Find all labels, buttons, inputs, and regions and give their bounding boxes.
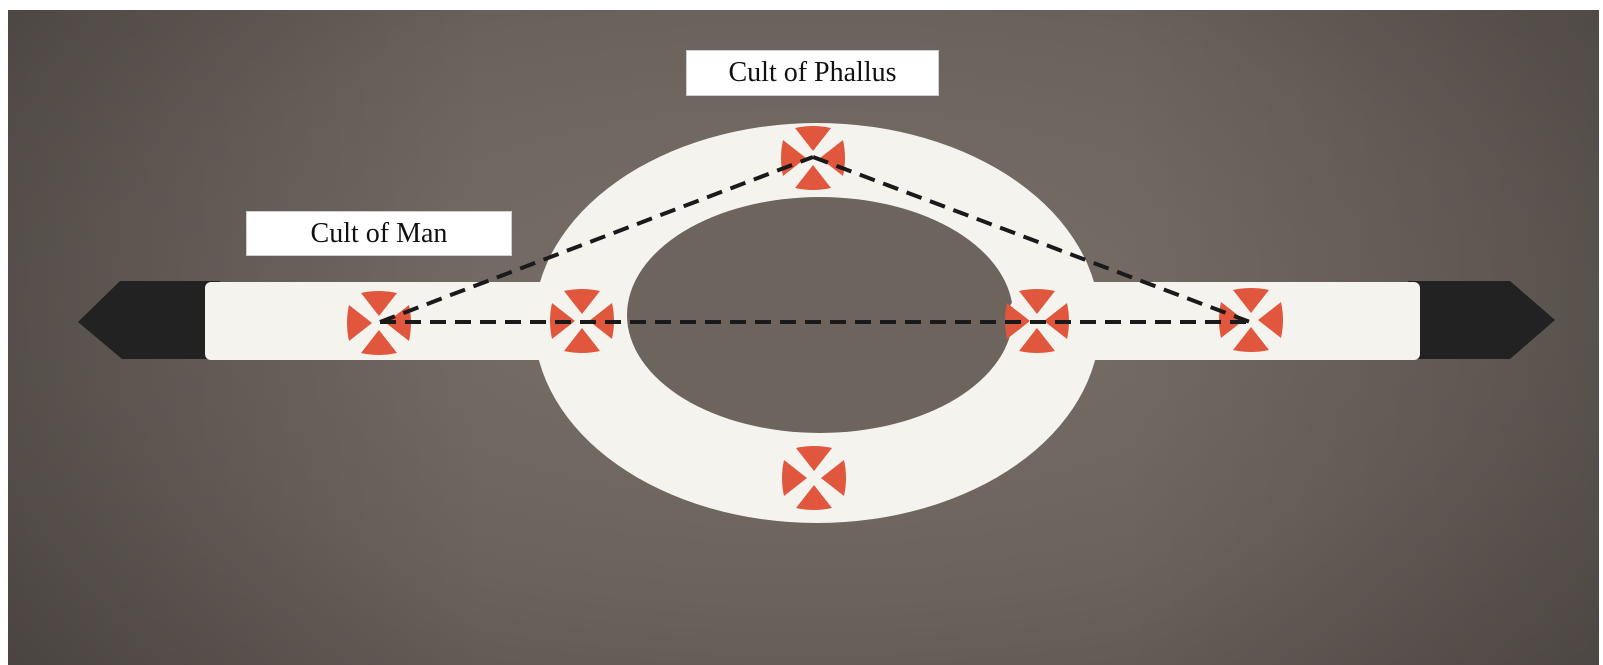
dashed-triangle	[379, 155, 1251, 324]
right-black-tip	[1408, 281, 1555, 359]
left-black-tip	[78, 281, 222, 359]
label-cult-of-phallus: Cult of Phallus	[686, 50, 939, 96]
label-cult-of-man: Cult of Man	[246, 211, 512, 256]
ring-opening	[627, 197, 1013, 433]
